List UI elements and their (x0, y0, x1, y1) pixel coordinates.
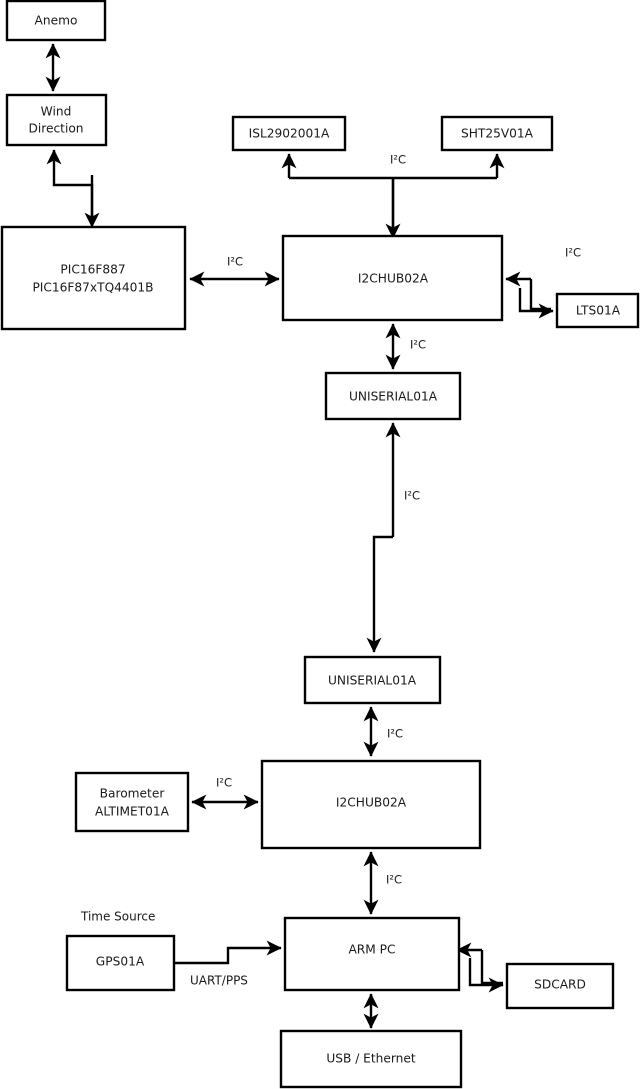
edge-label-uniserial-link-i2c: I²C (404, 489, 420, 503)
node-uniserial01a-bottom-box (303, 655, 442, 705)
node-anemo[interactable]: Anemo (5, 0, 107, 42)
node-barometer-box (74, 771, 190, 833)
node-lts01a[interactable]: LTS01A (555, 292, 640, 329)
node-i2chub02a-bottom-box (260, 759, 482, 850)
node-usb-ethernet-box (279, 1029, 463, 1089)
node-sht25v01a-label: SHT25V01A (461, 127, 534, 141)
annotation-time-source: Time Source (80, 910, 155, 924)
node-i2chub02a-bottom[interactable]: I2CHUB02A (260, 759, 482, 850)
link-sdcard-to-armpc (480, 950, 503, 985)
node-uniserial01a-bottom[interactable]: UNISERIAL01A (303, 655, 442, 705)
node-i2chub02a-top-box (281, 234, 504, 322)
link-armpc-to-sdcard (468, 958, 504, 993)
edge-label-barometer-i2c: I²C (216, 776, 232, 790)
node-barometer[interactable]: Barometer ALTIMET01A (74, 771, 190, 833)
link-uniserial-long-jog (366, 535, 393, 653)
node-gps01a-label: GPS01A (96, 955, 145, 969)
node-i2chub02a-top[interactable]: I2CHUB02A (281, 234, 504, 322)
node-sdcard-box (505, 962, 615, 1010)
node-usb-ethernet[interactable]: USB / Ethernet (279, 1029, 463, 1089)
node-isl2902001a-label: ISL2902001A (249, 127, 330, 141)
node-barometer-label-line2: ALTIMET01A (95, 805, 170, 819)
node-uniserial01a-top[interactable]: UNISERIAL01A (324, 371, 462, 421)
edge-label-uniserial-hubbot-i2c: I²C (387, 727, 403, 741)
node-gps01a-box (65, 934, 176, 992)
node-sdcard-label: SDCARD (534, 978, 586, 992)
link-lts-to-hubtop (529, 279, 551, 311)
node-pic-label-line1: PIC16F887 (60, 263, 125, 277)
node-sht25v01a-box (440, 115, 554, 152)
node-sht25v01a[interactable]: SHT25V01A (440, 115, 554, 152)
node-anemo-box (5, 0, 107, 42)
node-pic-box (0, 225, 187, 331)
node-usb-ethernet-label: USB / Ethernet (326, 1052, 416, 1066)
node-wind-direction[interactable]: Wind Direction (5, 93, 108, 147)
edge-label-gps-armpc: UART/PPS (190, 974, 248, 988)
node-armpc-box (283, 916, 461, 992)
link-pic-wind (46, 149, 94, 224)
node-gps01a[interactable]: GPS01A (65, 934, 176, 992)
node-uniserial01a-top-label: UNISERIAL01A (349, 390, 438, 404)
node-wind-direction-label-line1: Wind (41, 105, 72, 119)
node-pic[interactable]: PIC16F887 PIC16F87xTQ4401B (0, 225, 187, 331)
node-isl2902001a-box (231, 115, 347, 152)
node-barometer-label-line1: Barometer (100, 787, 166, 801)
edge-label-hub-uniserial-i2c: I²C (410, 338, 426, 352)
node-pic-label-line2: PIC16F87xTQ4401B (32, 281, 153, 295)
node-i2chub02a-bottom-label: I2CHUB02A (336, 796, 407, 810)
node-armpc-label: ARM PC (348, 943, 395, 957)
node-sdcard[interactable]: SDCARD (505, 962, 615, 1010)
node-uniserial01a-bottom-label: UNISERIAL01A (328, 674, 417, 688)
edge-label-sensors-i2c: I²C (390, 153, 406, 167)
node-isl2902001a[interactable]: ISL2902001A (231, 115, 347, 152)
edge-label-hub-armpc-i2c: I²C (386, 873, 402, 887)
node-armpc[interactable]: ARM PC (283, 916, 461, 992)
node-wind-direction-box (5, 93, 108, 147)
node-lts01a-label: LTS01A (576, 304, 621, 318)
link-gps-armpc (174, 940, 282, 965)
edge-label-hub-lts-i2c: I²C (565, 246, 581, 260)
node-i2chub02a-top-label: I2CHUB02A (358, 272, 429, 286)
node-wind-direction-label-line2: Direction (28, 122, 83, 136)
node-anemo-label: Anemo (35, 14, 78, 28)
link-hubtop-to-lts (518, 288, 554, 319)
node-lts01a-box (555, 292, 640, 329)
node-uniserial01a-top-box (324, 371, 462, 421)
edge-label-pic-hub-i2c: I²C (227, 255, 243, 269)
